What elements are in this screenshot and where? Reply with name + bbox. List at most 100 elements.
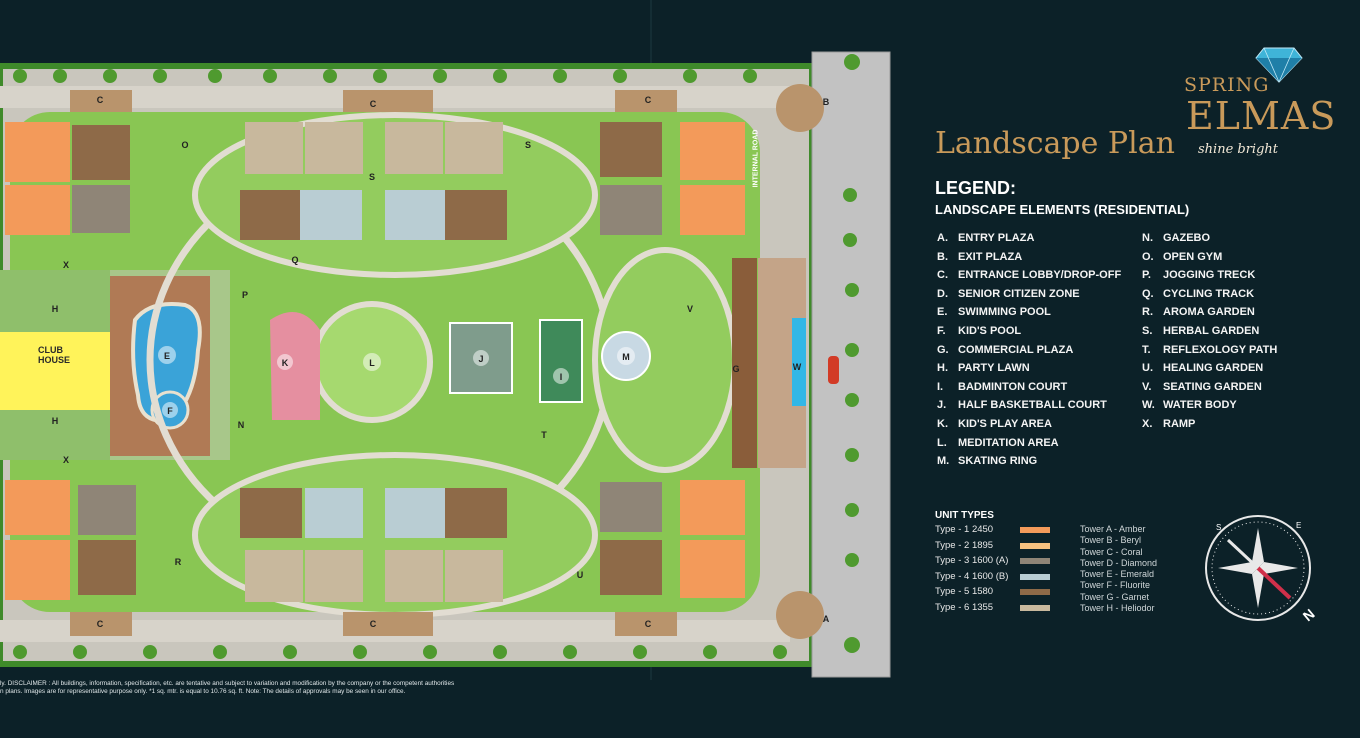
- legend-label: KID'S PLAY AREA: [958, 417, 1052, 430]
- legend-key: A.: [937, 232, 948, 244]
- tower-name: Tower F - Fluorite: [1080, 580, 1151, 591]
- kids-play-area: [270, 312, 320, 420]
- legend-key: N.: [1142, 232, 1153, 244]
- unit-type-row: Type - 4 1600 (B): [935, 571, 1065, 587]
- tower-a: [600, 122, 745, 235]
- legend-label: COMMERCIAL PLAZA: [958, 343, 1074, 356]
- legend-item: W.WATER BODY: [1142, 399, 1277, 418]
- legend-label: AROMA GARDEN: [1163, 306, 1255, 319]
- legend-item: C.ENTRANCE LOBBY/DROP-OFF: [937, 269, 1121, 288]
- svg-text:H: H: [52, 416, 59, 426]
- legend-label: SEATING GARDEN: [1163, 380, 1262, 393]
- legend-key: M.: [937, 455, 950, 468]
- water-body: [792, 318, 806, 406]
- legend-label: ENTRANCE LOBBY/DROP-OFF: [958, 269, 1122, 282]
- entry-plaza: [776, 591, 824, 639]
- tower-name: Tower D - Diamond: [1080, 557, 1158, 568]
- tower-name: Tower H - Heliodor: [1080, 603, 1155, 614]
- legend-item: J.HALF BASKETBALL COURT: [937, 399, 1121, 418]
- unit-type-label: Type - 4 1600 (B): [935, 570, 1009, 582]
- svg-text:N: N: [1300, 606, 1318, 625]
- legend-label: SENIOR CITIZEN ZONE: [958, 287, 1080, 300]
- legend-label: SKATING RING: [958, 455, 1038, 468]
- svg-text:J: J: [478, 354, 483, 364]
- page-title: Landscape Plan: [935, 126, 1175, 161]
- legend-key: X.: [1142, 417, 1153, 430]
- legend-item: Q. CYCLING TRACK: [1142, 288, 1277, 307]
- svg-text:F: F: [167, 406, 173, 416]
- legend-key: D.: [937, 287, 948, 300]
- diamond-icon: [1255, 47, 1303, 83]
- unit-type-label: Type - 2 1895: [935, 539, 994, 551]
- brand-tagline: shine bright: [1198, 142, 1279, 157]
- internal-road: [812, 52, 890, 677]
- svg-text:I: I: [560, 372, 563, 382]
- legend-key: F.: [937, 324, 946, 337]
- legend-item: U. HEALING GARDEN: [1142, 362, 1277, 381]
- svg-text:O: O: [181, 140, 188, 150]
- tower-d: [5, 122, 130, 235]
- legend-key: L.: [937, 436, 947, 449]
- legend-label: HEALING GARDEN: [1163, 362, 1264, 375]
- svg-text:P: P: [242, 290, 248, 300]
- legend-item: O. OPEN GYM: [1142, 251, 1277, 270]
- unit-type-row: Type - 2 1895: [935, 540, 1065, 556]
- unit-type-label: Type - 5 1580: [935, 586, 994, 597]
- legend-item: M. SKATING RING: [937, 455, 1121, 474]
- exit-plaza: [776, 84, 824, 132]
- tower-name: Tower E - Emerald: [1080, 569, 1155, 580]
- legend-key: K.: [937, 417, 948, 430]
- legend-item: R.AROMA GARDEN: [1142, 306, 1277, 325]
- legend-item: X. RAMP: [1142, 418, 1277, 437]
- legend-key: O.: [1142, 250, 1154, 263]
- legend-label: OPEN GYM: [1163, 250, 1223, 263]
- tower-h: [600, 480, 745, 598]
- svg-text:V: V: [687, 304, 693, 314]
- legend-key: T.: [1142, 343, 1151, 356]
- unit-type-swatch: [1020, 527, 1050, 533]
- tower-g: [385, 488, 507, 602]
- svg-text:A: A: [823, 614, 830, 624]
- svg-text:X: X: [63, 260, 69, 270]
- legend-key: Q.: [1142, 287, 1154, 300]
- svg-text:W: W: [793, 362, 802, 372]
- svg-text:M: M: [622, 352, 630, 362]
- unit-type-row: Type - 3 1600 (A): [935, 555, 1065, 571]
- legend-label: ENTRY PLAZA: [958, 232, 1035, 244]
- legend-item: V.SEATING GARDEN: [1142, 381, 1277, 400]
- legend-item: H.PARTY LAWN: [937, 362, 1121, 381]
- unit-type-label: Type - 3 1600 (A): [935, 555, 1009, 566]
- legend-item: S.HERBAL GARDEN: [1142, 325, 1277, 344]
- svg-text:C: C: [645, 95, 652, 105]
- legend-label: CYCLING TRACK: [1163, 287, 1255, 300]
- svg-text:C: C: [97, 619, 104, 629]
- legend-label: REFLEXOLOGY PATH: [1163, 343, 1278, 356]
- svg-text:H: H: [52, 304, 59, 314]
- tower-c: [240, 122, 363, 240]
- legend-label: GAZEBO: [1163, 232, 1211, 244]
- svg-text:S: S: [525, 140, 531, 150]
- legend-item: N. GAZEBO: [1142, 232, 1277, 251]
- legend-item: K. KID'S PLAY AREA: [937, 418, 1121, 437]
- legend-label: BADMINTON COURT: [958, 380, 1068, 393]
- legend-label: JOGGING TRECK: [1163, 269, 1256, 282]
- unit-type-swatch: [1020, 604, 1050, 611]
- legend-key: U.: [1142, 362, 1153, 375]
- internal-road-label: INTERNAL ROAD: [752, 129, 760, 188]
- legend-label: HALF BASKETBALL COURT: [958, 399, 1107, 412]
- disclaimer-line-2: n plans. Images are for representative p…: [0, 688, 406, 695]
- svg-text:L: L: [369, 358, 375, 368]
- club-house-label: CLUB HOUSE: [38, 345, 71, 365]
- legend-label: PARTY LAWN: [958, 362, 1030, 375]
- commercial-plaza: [732, 258, 757, 468]
- svg-text:S: S: [1216, 523, 1221, 532]
- legend-item: T. REFLEXOLOGY PATH: [1142, 344, 1277, 363]
- legend-label: RAMP: [1163, 417, 1196, 430]
- unit-type-row: Type - 5 1580: [935, 586, 1065, 602]
- unit-type-swatch: [1020, 542, 1050, 549]
